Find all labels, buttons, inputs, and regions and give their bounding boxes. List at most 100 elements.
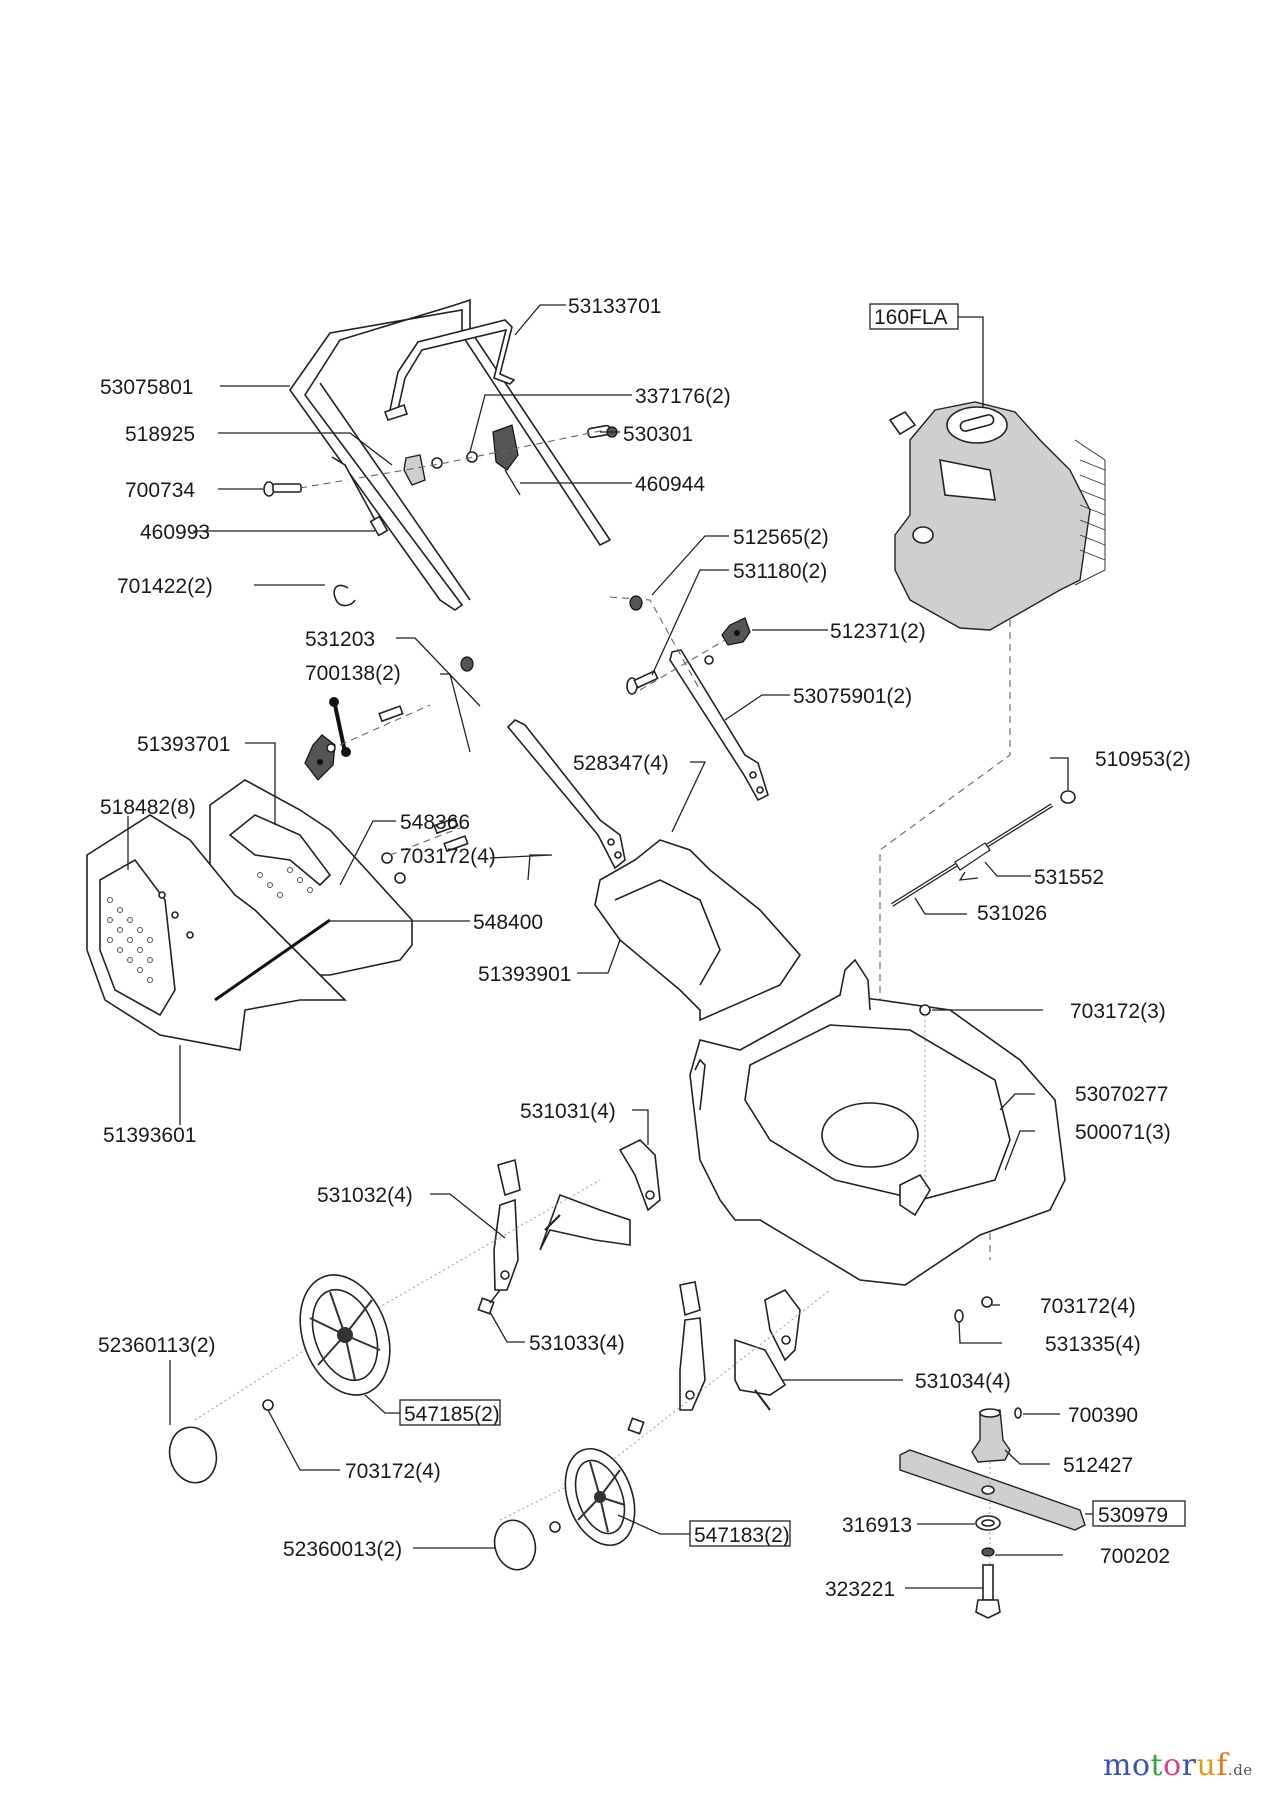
washer-700202[interactable] [981, 1547, 995, 1557]
label-53075801: 53075801 [100, 376, 193, 399]
blade-530979[interactable] [899, 1449, 1086, 1531]
rear-flap-51393901[interactable] [594, 839, 802, 1022]
watermark-letter: u [1196, 1748, 1217, 1783]
hubcap-52360013[interactable] [489, 1516, 541, 1575]
knob-512371-left[interactable] [304, 734, 336, 781]
label-547183[interactable]: 547183(2) [694, 1524, 790, 1547]
label-530979[interactable]: 530979 [1098, 1504, 1168, 1527]
bolt-531033[interactable] [477, 1289, 501, 1315]
label-510953: 510953(2) [1095, 748, 1191, 771]
watermark-letter: o [1163, 1748, 1182, 1783]
lower-handle-left[interactable] [506, 719, 626, 870]
watermark-letter: r [1181, 1748, 1197, 1783]
label-531552: 531552 [1034, 866, 1104, 889]
rod-548400[interactable] [214, 918, 331, 1002]
leader-lines [127, 304, 1093, 1589]
lever-531031-front[interactable] [764, 1288, 801, 1362]
bolt-323221[interactable] [975, 1564, 1001, 1619]
bolt-front[interactable] [627, 1417, 645, 1435]
bracket-531032-rear[interactable] [493, 1158, 521, 1291]
label-460944: 460944 [635, 473, 705, 496]
screw-700734[interactable] [263, 481, 302, 497]
nut-wheel-front[interactable] [549, 1521, 561, 1533]
label-53070277: 53070277 [1075, 1083, 1168, 1106]
label-512565: 512565(2) [733, 526, 829, 549]
washer-510953[interactable] [1060, 790, 1076, 804]
mower-deck-53070277[interactable] [689, 958, 1066, 1286]
upper-handle[interactable] [289, 298, 612, 611]
watermark-letter: o [1131, 1748, 1151, 1783]
label-700390: 700390 [1068, 1404, 1138, 1427]
label-531033: 531033(4) [529, 1332, 625, 1355]
washer-316913[interactable] [975, 1515, 1001, 1531]
label-531034: 531034(4) [915, 1370, 1011, 1393]
lower-handle-right[interactable] [669, 649, 769, 802]
label-518482: 518482(8) [100, 796, 196, 819]
axle-bracket-rear[interactable] [539, 1193, 631, 1251]
label-703172-handle: 703172(4) [400, 845, 496, 868]
screws-518482[interactable] [158, 891, 194, 939]
label-528347: 528347(4) [573, 752, 669, 775]
watermark-letter: m [1103, 1748, 1132, 1783]
plug-left[interactable] [460, 656, 474, 672]
wheel-front-label-box [689, 1520, 791, 1547]
label-51393901: 51393901 [478, 963, 571, 986]
label-548366: 548366 [400, 811, 470, 834]
nut-703172-front[interactable] [981, 1296, 993, 1308]
axle-bracket-531034[interactable] [734, 1338, 787, 1411]
nut-703172-wheel-rear[interactable] [262, 1399, 274, 1411]
screw-upper-left[interactable] [378, 705, 404, 723]
watermark-letter: f [1216, 1748, 1228, 1783]
lever-531031-rear[interactable] [618, 1139, 661, 1212]
label-160fla[interactable]: 160FLA [874, 306, 948, 329]
watermark-text: motoruf [1103, 1748, 1228, 1783]
rear-wheel-547185[interactable] [284, 1262, 405, 1407]
label-700734: 700734 [125, 479, 195, 502]
grassbag-bottom-51393601[interactable] [86, 814, 347, 1051]
washer-531335[interactable] [954, 1309, 964, 1323]
label-323221: 323221 [825, 1578, 895, 1601]
spring-531552[interactable] [954, 842, 991, 881]
label-547185[interactable]: 547185(2) [404, 1403, 500, 1426]
label-700138: 700138(2) [305, 662, 401, 685]
cable-460993[interactable] [331, 456, 389, 537]
label-337176: 337176(2) [635, 385, 731, 408]
label-701422: 701422(2) [117, 575, 213, 598]
watermark-logo: motoruf.de [1103, 1748, 1253, 1783]
control-lever-460944[interactable] [492, 424, 521, 496]
label-703172-front: 703172(4) [1040, 1295, 1136, 1318]
front-wheel-547183[interactable] [553, 1439, 647, 1555]
brake-bar[interactable] [383, 319, 516, 421]
blade-adapter-512427[interactable] [971, 1408, 1011, 1463]
label-531026: 531026 [977, 902, 1047, 925]
label-500071: 500071(3) [1075, 1121, 1171, 1144]
label-52360113: 52360113(2) [98, 1334, 216, 1357]
nut-703172-deck[interactable] [919, 1004, 931, 1016]
label-531180: 531180(2) [733, 560, 827, 583]
label-548400: 548400 [473, 911, 543, 934]
label-531031: 531031(4) [520, 1100, 616, 1123]
nuts-703172-handle[interactable] [381, 852, 406, 884]
label-700202: 700202 [1100, 1545, 1170, 1568]
key-700390[interactable] [1014, 1407, 1022, 1419]
knob-512371-right[interactable] [704, 617, 751, 665]
screw-531180[interactable] [626, 670, 659, 695]
plug-512565[interactable] [629, 595, 643, 611]
label-512371: 512371(2) [830, 620, 926, 643]
label-51393601: 51393601 [103, 1124, 196, 1147]
link-531203[interactable] [329, 697, 351, 757]
label-512427: 512427 [1063, 1454, 1133, 1477]
engine-160fla[interactable] [888, 401, 1106, 631]
watermark-tld: .de [1227, 1761, 1253, 1779]
hubcap-52360113[interactable] [164, 1422, 223, 1488]
label-53075901: 53075901(2) [793, 685, 912, 708]
label-518925: 518925 [125, 423, 195, 446]
blade-label-box [1092, 1500, 1186, 1527]
engine-label-box [869, 303, 959, 330]
label-531335: 531335(4) [1045, 1333, 1141, 1356]
bracket-518925[interactable] [403, 454, 443, 486]
screws-528347[interactable] [433, 817, 469, 853]
bracket-531032-front[interactable] [679, 1281, 706, 1411]
clip-701422[interactable] [333, 584, 356, 607]
